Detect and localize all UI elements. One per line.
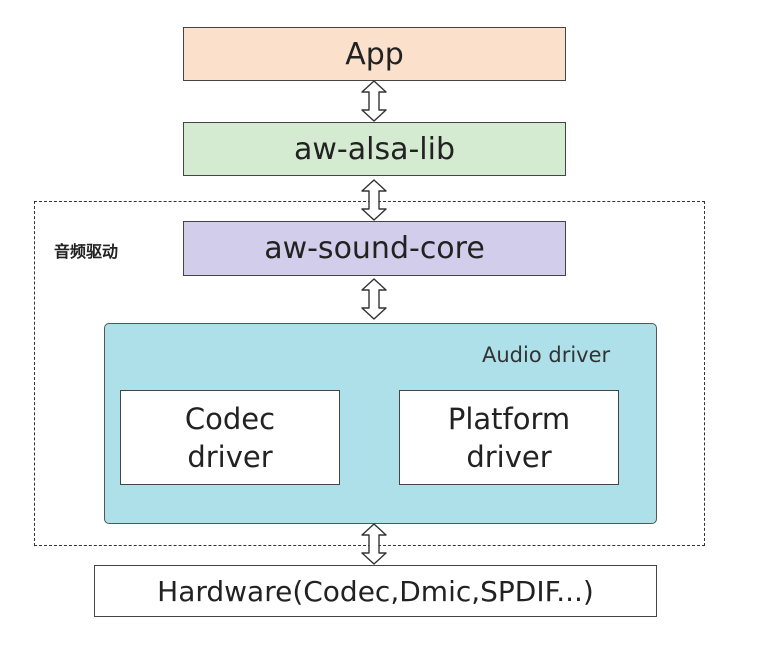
sound-core-block: aw-sound-core bbox=[183, 221, 566, 276]
audio-driver-label: Audio driver bbox=[482, 343, 611, 367]
platform-driver-line-1: Platform bbox=[447, 401, 571, 436]
hardware-block: Hardware(Codec,Dmic,SPDIF...) bbox=[94, 565, 657, 617]
double-arrow-icon bbox=[361, 523, 387, 565]
alsa-lib-block: aw-alsa-lib bbox=[183, 122, 566, 176]
double-arrow-icon bbox=[361, 179, 387, 221]
double-arrow-icon bbox=[361, 278, 387, 320]
platform-driver-line-2: driver bbox=[466, 439, 552, 474]
codec-driver-line-2: driver bbox=[187, 439, 273, 474]
codec-driver-block: Codec driver bbox=[120, 390, 340, 485]
group-label: 音频驱动 bbox=[54, 242, 119, 261]
codec-driver-line-1: Codec bbox=[184, 401, 276, 436]
app-block: App bbox=[183, 27, 566, 81]
double-arrow-icon bbox=[361, 80, 387, 122]
platform-driver-block: Platform driver bbox=[399, 390, 619, 485]
